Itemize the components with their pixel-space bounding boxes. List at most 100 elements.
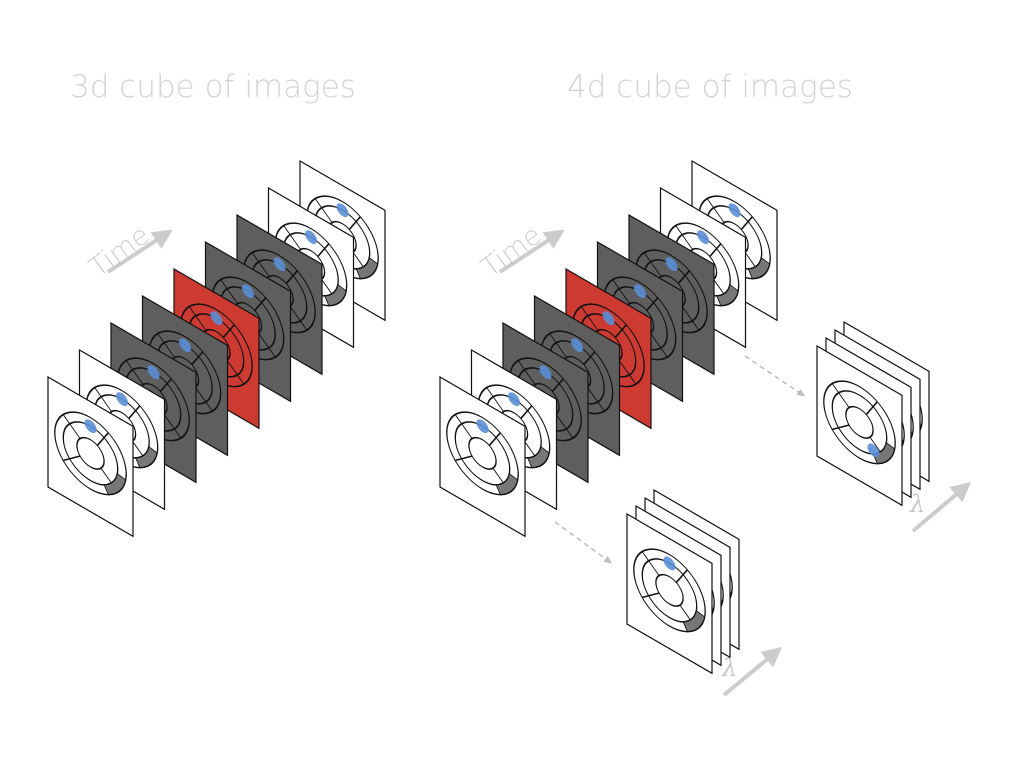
spoke — [618, 359, 637, 385]
spoke — [258, 332, 276, 358]
spoke — [675, 569, 688, 584]
spoke — [517, 360, 536, 385]
image-frame-white — [626, 512, 713, 675]
wavelength-label-right: λ — [909, 490, 925, 518]
spoke — [157, 333, 175, 358]
spoke — [251, 252, 270, 277]
shaded-sector — [526, 445, 550, 469]
spoke — [865, 401, 878, 416]
shaded-sector — [682, 609, 706, 633]
wavelength-axis-bottom: λ — [721, 646, 783, 697]
spoke — [646, 297, 659, 312]
ring — [633, 548, 706, 633]
time-label-right: Time — [476, 220, 548, 284]
spoke — [612, 279, 630, 304]
ring — [446, 411, 519, 496]
spoke — [348, 216, 361, 231]
shaded-sector — [747, 256, 771, 280]
ring-pattern — [54, 411, 127, 496]
shaded-sector — [134, 445, 158, 469]
ring-pattern — [446, 411, 519, 496]
time-stack-3d — [47, 159, 386, 538]
spoke — [650, 332, 668, 358]
frame-plane — [816, 344, 903, 507]
spoke — [641, 592, 660, 599]
marker-dot — [273, 257, 286, 272]
frame-plane — [626, 512, 713, 675]
spoke — [254, 297, 267, 312]
marker-dot — [602, 311, 615, 326]
spoke — [641, 551, 660, 576]
time-axis-left: Time — [84, 220, 173, 284]
spoke — [551, 378, 564, 393]
marker-dot — [728, 203, 741, 218]
spoke — [191, 351, 204, 366]
marker-dot — [867, 443, 880, 458]
spoke — [831, 383, 850, 408]
image-frame-white — [816, 344, 903, 507]
shaded-sector — [872, 441, 896, 465]
image-frame-white — [439, 375, 526, 538]
marker-dot — [305, 230, 317, 245]
spoke — [614, 324, 627, 339]
spoke — [677, 270, 690, 285]
spoke — [62, 455, 81, 462]
spoke — [549, 333, 567, 358]
marker-dot — [242, 284, 254, 299]
marker-dot — [179, 338, 191, 353]
dashed-arrow-right — [744, 355, 806, 397]
wavelength-axis-right: λ — [909, 481, 972, 533]
wavelength-arrow-bottom — [722, 646, 783, 697]
spoke — [454, 414, 473, 439]
title-4d-cube: 4d cube of images — [567, 69, 853, 105]
spoke — [128, 405, 141, 420]
spoke — [643, 252, 662, 277]
marker-dot — [116, 392, 128, 407]
ring — [831, 390, 888, 455]
spoke — [317, 243, 330, 258]
spoke — [159, 378, 172, 393]
time-arrow-left — [106, 229, 173, 274]
marker-dot — [571, 338, 583, 353]
wavelength-arrow-right — [911, 481, 972, 533]
time-label-left: Time — [84, 220, 156, 284]
ring — [823, 380, 896, 465]
spoke — [188, 306, 207, 331]
marker-dot — [84, 419, 97, 434]
spoke — [740, 216, 753, 231]
spoke — [220, 279, 238, 304]
spoke — [454, 455, 473, 462]
marker-dot — [663, 556, 676, 571]
spoke — [681, 305, 700, 331]
spoke — [283, 225, 301, 250]
marker-dot — [508, 392, 520, 407]
shaded-sector — [355, 256, 379, 280]
marker-dot — [665, 257, 678, 272]
spoke — [520, 405, 533, 420]
marker-dot — [697, 230, 709, 245]
spoke — [195, 386, 213, 412]
spoke — [580, 306, 599, 331]
marker-dot — [336, 203, 349, 218]
spoke — [163, 413, 182, 439]
spoke — [587, 386, 605, 412]
spoke — [831, 424, 850, 431]
ring — [54, 411, 127, 496]
image-frame-white — [47, 375, 134, 538]
spoke — [486, 387, 504, 412]
dashed-arrow-bottom — [554, 521, 613, 564]
spoke — [285, 270, 298, 285]
spoke — [583, 351, 596, 366]
shaded-sector — [715, 283, 739, 307]
spoke — [94, 387, 112, 412]
wavelength-label-bottom: λ — [721, 654, 737, 682]
spoke — [226, 359, 245, 385]
spoke — [314, 198, 333, 223]
marker-dot — [147, 365, 160, 380]
ring-pattern — [633, 548, 706, 633]
time-arrow-right — [498, 229, 565, 274]
time-axis-right: Time — [476, 220, 565, 284]
wavelength-stack-bottom — [626, 488, 740, 675]
spoke — [289, 305, 308, 331]
